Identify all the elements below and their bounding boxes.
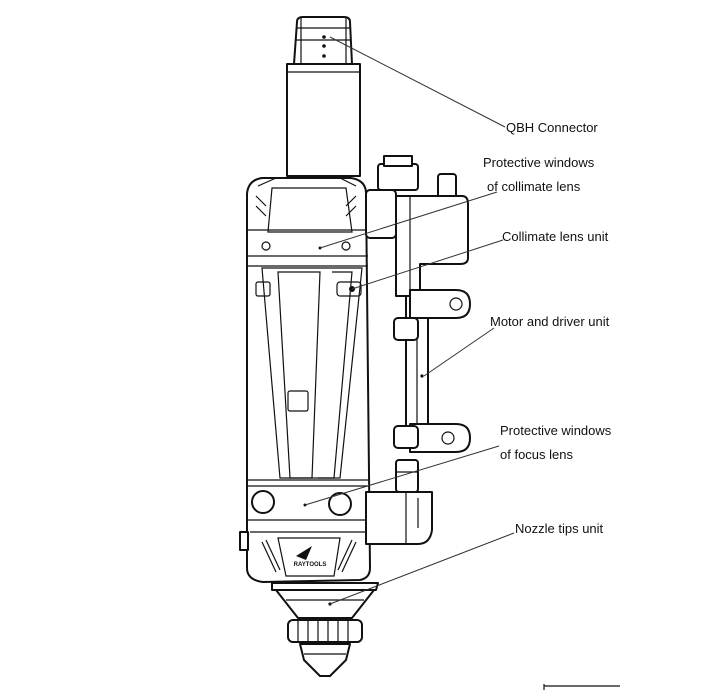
label-qbh-connector: QBH Connector	[506, 120, 598, 135]
label-protective-windows-collimate-line1: Protective windows	[483, 155, 595, 170]
qbh-connector	[286, 16, 361, 177]
leader-qbh	[329, 36, 506, 128]
label-collimate-lens-unit: Collimate lens unit	[502, 229, 609, 244]
motor-driver-unit	[365, 155, 471, 545]
leader-lines	[304, 36, 515, 605]
label-protective-windows-collimate-line2: of collimate lens	[487, 179, 581, 194]
scan-artifact	[543, 684, 620, 690]
label-protective-windows-focus-line2: of focus lens	[500, 447, 573, 462]
label-motor-driver-unit: Motor and driver unit	[490, 314, 610, 329]
nozzle-tips-unit	[271, 582, 379, 677]
leader-motor	[423, 327, 495, 377]
main-housing: RAYTOOLS	[239, 177, 371, 583]
leader-nozzle	[329, 532, 515, 605]
logo-text: RAYTOOLS	[294, 562, 327, 568]
label-nozzle-tips-unit: Nozzle tips unit	[515, 521, 604, 536]
leader-collimate-unit	[351, 239, 504, 290]
leader-protective-focus	[304, 445, 500, 506]
label-protective-windows-focus-line1: Protective windows	[500, 423, 612, 438]
leader-protective-collimate	[319, 191, 498, 249]
